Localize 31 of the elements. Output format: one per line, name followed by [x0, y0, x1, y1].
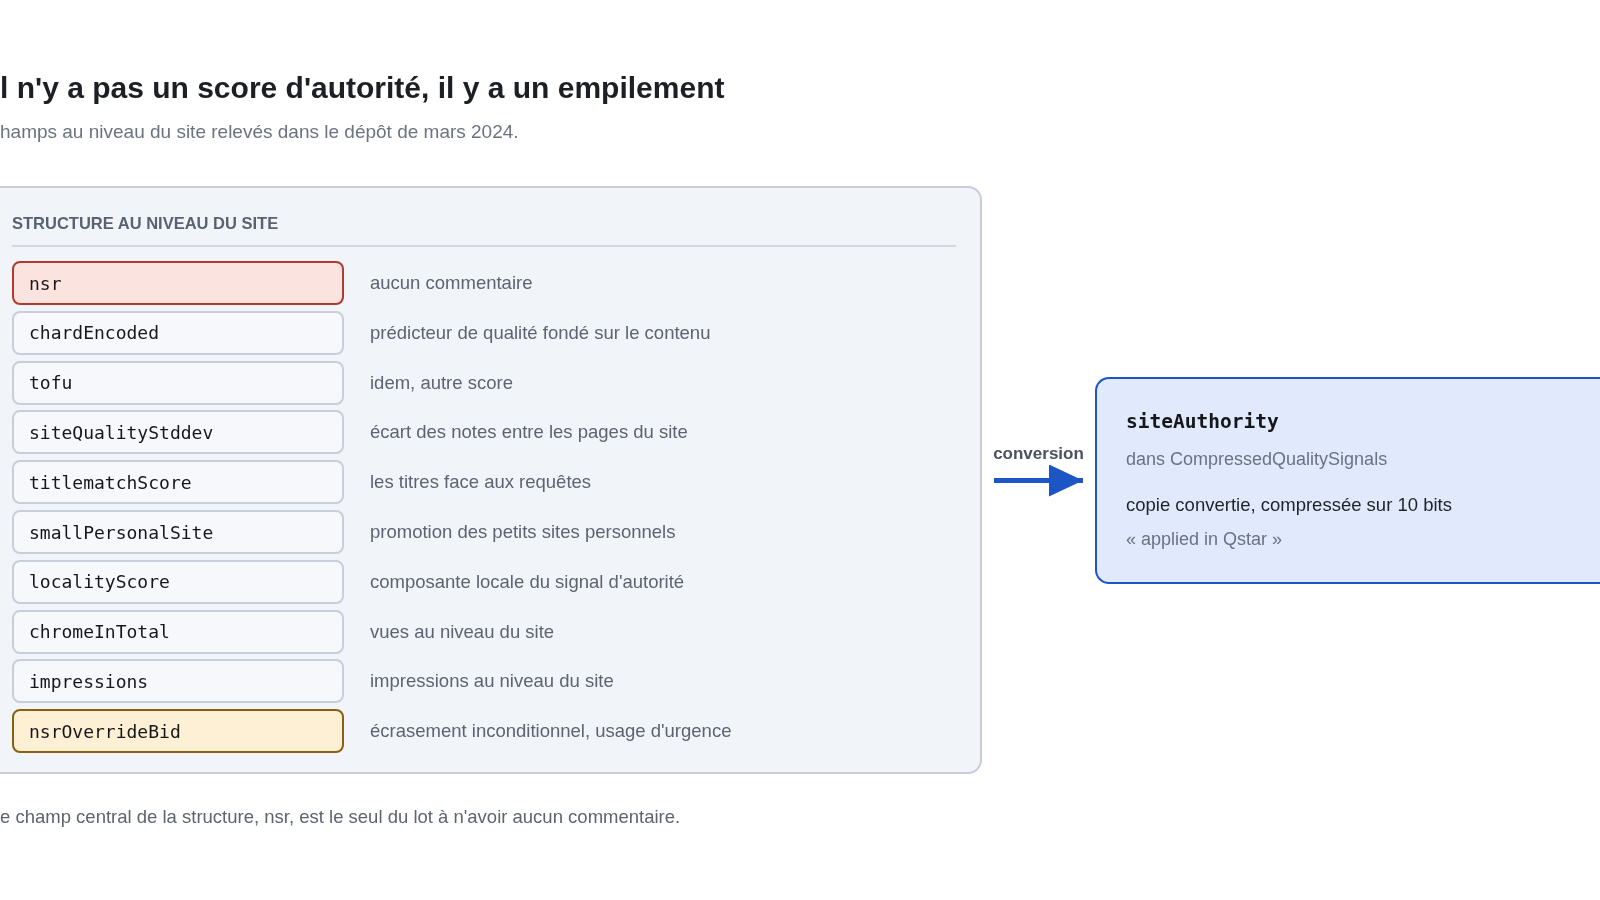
field-box: chardEncoded	[12, 310, 344, 355]
field-description: écrasement inconditionnel, usage d'urgence	[370, 719, 732, 744]
structure-panel	[0, 186, 982, 774]
field-box: nsr	[12, 261, 344, 305]
result-card	[1095, 377, 1600, 584]
field-description: aucun commentaire	[370, 271, 533, 295]
field-description: les titres face aux requêtes	[370, 470, 592, 495]
arrow	[994, 464, 1083, 497]
field-title: siteAuthority	[1126, 410, 1279, 433]
panel-heading: STRUCTURE AU NIVEAU DU SITE	[12, 213, 279, 234]
field-description: prédicteur de qualité fondé sur le contenu	[370, 320, 711, 345]
field-description: copie convertie, compressée sur 10 bits	[1126, 494, 1452, 516]
field-box: chromeInTotal	[12, 609, 344, 654]
field-description: promotion des petits sites personnels	[370, 520, 676, 544]
field-box: smallPersonalSite	[12, 510, 344, 554]
field-box: localityScore	[12, 559, 344, 604]
field-description: vues au niveau du site	[370, 619, 555, 644]
title: l n'y a pas un score d'autorité, il y a un empilement	[0, 70, 725, 106]
field-box: siteQualityStddev	[12, 410, 344, 455]
field-box: impressions	[12, 659, 344, 704]
field-box: tofu	[12, 360, 344, 405]
field-description: écart des notes entre les pages du site	[370, 420, 688, 445]
field-description: idem, autre score	[370, 370, 513, 395]
field-box: titlematchScore	[12, 460, 344, 505]
field-quote: « applied in Qstar »	[1126, 529, 1283, 550]
field-box: nsrOverrideBid	[12, 709, 344, 754]
field-description: composante locale du signal d'autorité	[370, 569, 685, 594]
field-location: dans CompressedQualitySignals	[1126, 449, 1388, 470]
caption: e champ central de la structure, nsr, est le seul du lot à n'avoir aucun commentaire.	[0, 805, 681, 829]
field-description: impressions au niveau du site	[370, 669, 614, 694]
subtitle: hamps au niveau du site relevés dans le dépôt de mars 2024.	[0, 120, 519, 144]
